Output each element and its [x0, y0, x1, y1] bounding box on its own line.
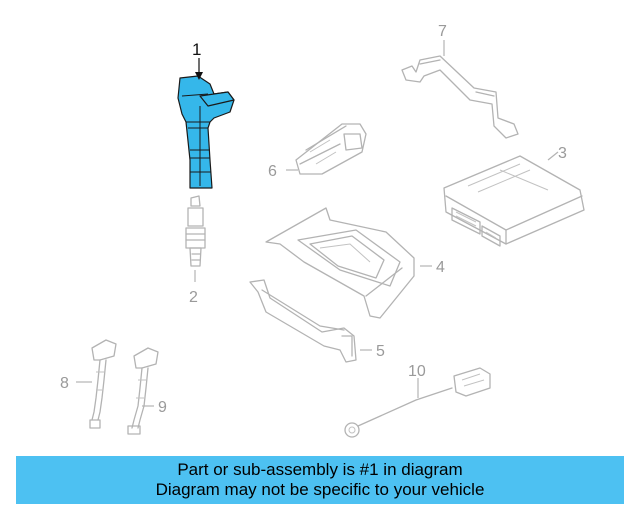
- knock-sensor-part[interactable]: [344, 367, 491, 438]
- parts-diagram: 1 2 7 3 6: [60, 23, 585, 438]
- sensor-cable-part-9[interactable]: [127, 347, 159, 435]
- info-banner: Part or sub-assembly is #1 in diagram Di…: [16, 456, 624, 504]
- sensor-module-part[interactable]: [295, 123, 367, 175]
- spark-plug-part[interactable]: [185, 195, 206, 267]
- callout-3: 3: [558, 145, 567, 162]
- callout-2: 2: [189, 289, 198, 306]
- leader-3: [547, 151, 559, 161]
- bracket-part[interactable]: [401, 55, 519, 139]
- mounting-tray-part[interactable]: [265, 207, 415, 319]
- callout-4: 4: [436, 259, 445, 276]
- callout-5: 5: [376, 343, 385, 360]
- ignition-coil-part[interactable]: [177, 75, 235, 189]
- arrow-1: [195, 72, 203, 80]
- banner-line-2: Diagram may not be specific to your vehi…: [155, 480, 485, 499]
- callout-10: 10: [408, 363, 426, 380]
- lower-bracket-part[interactable]: [249, 279, 357, 363]
- callout-1: 1: [192, 40, 201, 59]
- callout-7: 7: [438, 23, 447, 40]
- ecu-part[interactable]: [443, 155, 585, 247]
- banner-line-1: Part or sub-assembly is #1 in diagram: [177, 460, 463, 479]
- callout-6: 6: [268, 163, 277, 180]
- callout-8: 8: [60, 375, 69, 392]
- sensor-cable-part-8[interactable]: [89, 339, 117, 429]
- callout-9: 9: [158, 399, 167, 416]
